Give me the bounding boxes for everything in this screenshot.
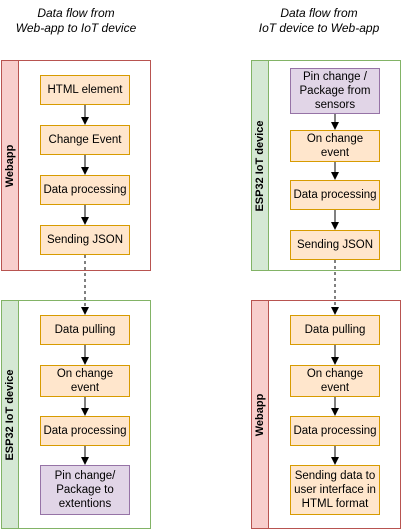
step-line: Data processing — [293, 189, 377, 201]
left-webapp-band: Webapp — [2, 61, 19, 270]
right-step-sending-json: Sending JSON — [290, 230, 380, 260]
step-line: Sending data to — [294, 470, 376, 482]
step-line: HTML element — [47, 84, 123, 96]
step-line: Sending JSON — [46, 234, 124, 246]
step-line: Data processing — [43, 425, 127, 437]
left-step-data-pulling: Data pulling — [40, 315, 130, 345]
right-column-title: Data flow from IoT device to Web-app — [229, 6, 401, 36]
left-column-title: Data flow from Web-app to IoT device — [0, 6, 166, 36]
left-title-line-1: Data flow from — [37, 6, 115, 20]
right-step-pin-change: Pin change / Package from sensors — [290, 68, 380, 114]
right-title-line-1: Data flow from — [280, 6, 358, 20]
step-line: On change — [306, 368, 364, 380]
step-line: HTML format — [301, 498, 369, 510]
left-step-data-processing: Data processing — [40, 175, 130, 205]
step-line: Sending JSON — [296, 239, 374, 251]
right-step-data-processing: Data processing — [290, 180, 380, 210]
step-line: event — [70, 382, 100, 394]
left-title-line-2: Web-app to IoT device — [15, 21, 137, 35]
step-line: On change — [306, 133, 364, 145]
left-step-pin-change: Pin change/ Package to extentions — [40, 465, 130, 515]
right-device-band: ESP32 IoT device — [252, 61, 269, 270]
left-step-sending-json: Sending JSON — [40, 225, 130, 255]
step-line: user interface in — [294, 484, 376, 496]
step-line: extentions — [58, 498, 112, 510]
right-step-on-change-event: On change event — [290, 130, 380, 162]
right-step-data-processing-2: Data processing — [290, 416, 380, 446]
step-line: Data pulling — [54, 324, 116, 336]
step-line: Data processing — [43, 184, 127, 196]
left-step-html-element: HTML element — [40, 75, 130, 105]
step-line: sensors — [314, 99, 356, 111]
right-step-data-pulling: Data pulling — [290, 315, 380, 345]
step-line: Change Event — [48, 134, 122, 146]
left-step-on-change-event: On change event — [40, 365, 130, 397]
step-line: Package to — [56, 484, 114, 496]
step-line: Data pulling — [304, 324, 366, 336]
step-line: Pin change / — [303, 71, 367, 83]
step-line: On change — [56, 368, 114, 380]
step-line: event — [320, 382, 350, 394]
right-step-sending-to-ui: Sending data to user interface in HTML f… — [290, 465, 380, 515]
step-line: Data processing — [293, 425, 377, 437]
left-step-change-event: Change Event — [40, 125, 130, 155]
right-title-line-2: IoT device to Web-app — [258, 21, 380, 35]
step-line: event — [320, 147, 350, 159]
step-line: Package from — [299, 85, 371, 97]
right-step-on-change-event-2: On change event — [290, 365, 380, 397]
left-device-band: ESP32 IoT device — [2, 301, 19, 528]
left-step-data-processing-2: Data processing — [40, 416, 130, 446]
step-line: Pin change/ — [54, 470, 116, 482]
right-webapp-band: Webapp — [252, 301, 269, 528]
